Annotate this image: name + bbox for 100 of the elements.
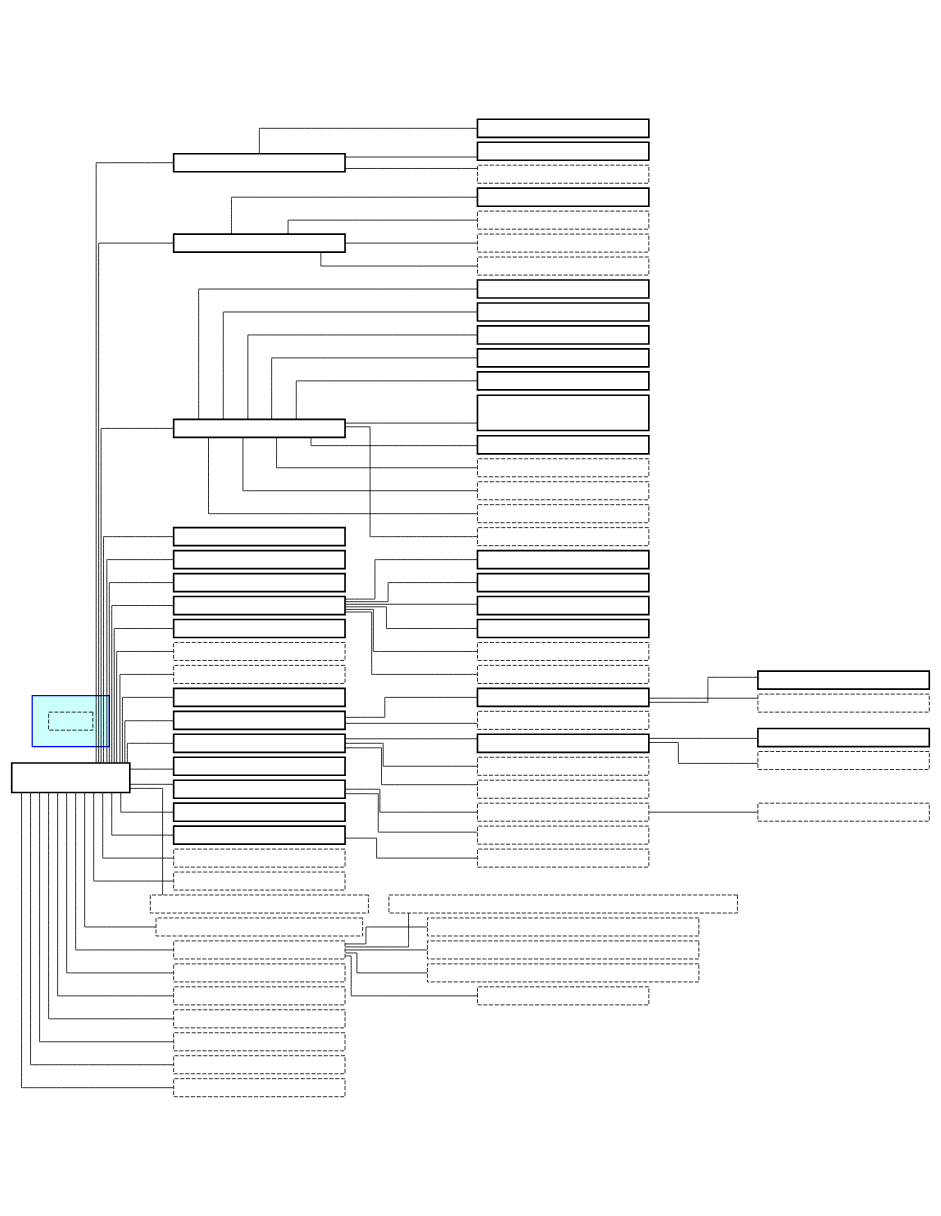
node-box: [172, 802, 346, 823]
node-box: [477, 986, 650, 1006]
node-box: [477, 825, 650, 845]
connector: [648, 697, 759, 699]
connector: [344, 955, 478, 997]
node-box: [757, 670, 931, 690]
connector: [344, 788, 478, 813]
node-box: [476, 302, 650, 322]
connector: [100, 428, 174, 764]
node-box: [477, 481, 650, 501]
node-box: [172, 418, 346, 439]
node-box: [476, 595, 650, 616]
connector: [129, 783, 174, 785]
node-box: [172, 687, 346, 708]
connector: [344, 793, 478, 833]
node-box: [477, 210, 650, 230]
node-box: [173, 848, 346, 868]
node-box: [476, 435, 650, 455]
node-box: [172, 733, 346, 754]
connector: [208, 437, 478, 515]
node-box: [476, 687, 650, 708]
node-box: [173, 986, 346, 1006]
connector: [344, 926, 428, 945]
node-box: [476, 279, 650, 299]
connector: [98, 242, 174, 764]
connector: [122, 696, 174, 764]
node-box: [172, 710, 346, 731]
connector: [124, 720, 174, 764]
node-box: [476, 348, 650, 368]
node-box: [476, 325, 650, 345]
connector: [344, 582, 478, 603]
connector: [102, 792, 174, 859]
node-box: [173, 871, 346, 891]
node-box: [427, 963, 700, 983]
connector: [344, 722, 478, 724]
node-box: [172, 825, 346, 845]
connector: [116, 651, 174, 764]
node-box: [173, 642, 346, 661]
connector: [344, 426, 478, 538]
connector: [129, 788, 163, 896]
node-box: [477, 642, 650, 661]
node-box: [476, 394, 650, 432]
node-box: [477, 458, 650, 478]
connector: [295, 380, 478, 420]
connector: [344, 742, 478, 767]
connector: [111, 605, 174, 764]
node-box: [476, 371, 650, 391]
connector: [93, 792, 175, 882]
node-box: [173, 1032, 346, 1052]
connector: [344, 952, 428, 974]
connector: [344, 156, 478, 158]
node-box: [757, 802, 930, 822]
connector: [231, 196, 478, 235]
connector: [66, 792, 174, 974]
connector: [111, 792, 174, 836]
connector: [222, 311, 478, 420]
node-box: [757, 727, 931, 748]
node-box: [476, 187, 650, 207]
node-box: [757, 693, 930, 713]
node-box: [48, 711, 94, 731]
node-box: [477, 802, 650, 822]
connector: [344, 837, 478, 859]
node-box: [173, 1078, 346, 1098]
node-box: [477, 256, 650, 276]
node-box: [173, 963, 346, 983]
connector: [271, 357, 478, 420]
node-box: [477, 504, 650, 524]
connector: [344, 611, 478, 675]
connector: [310, 437, 478, 447]
node-box: [172, 233, 346, 253]
node-box: [477, 756, 650, 776]
node-box: [477, 164, 650, 184]
node-box: [476, 618, 650, 639]
node-box: [427, 917, 700, 937]
connector: [648, 737, 759, 739]
node-box: [173, 665, 346, 684]
node-box: [477, 233, 650, 253]
node-box: [477, 710, 650, 730]
node-box: [149, 894, 369, 914]
connector: [648, 742, 759, 764]
connector: [344, 559, 478, 600]
connector: [344, 168, 478, 169]
node-box: [172, 779, 346, 800]
node-box: [757, 751, 930, 770]
node-box: [172, 756, 346, 777]
node-box: [172, 526, 346, 547]
connector: [648, 676, 759, 703]
connector: [344, 912, 409, 948]
connector: [344, 747, 478, 786]
connector: [48, 792, 175, 1020]
connector: [344, 609, 478, 652]
connector: [119, 674, 174, 764]
connector: [344, 949, 428, 951]
node-box: [476, 118, 650, 139]
node-box: [155, 917, 364, 937]
node-box: [388, 894, 738, 914]
connector: [129, 768, 174, 770]
node-box: [477, 527, 650, 547]
connector: [242, 437, 478, 492]
connector: [648, 811, 759, 813]
